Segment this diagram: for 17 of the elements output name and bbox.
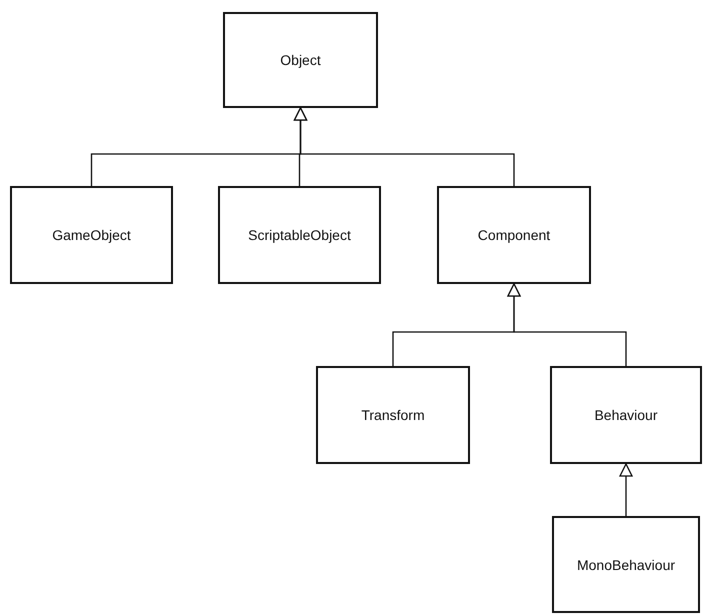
class-box <box>223 12 378 108</box>
class-box <box>218 186 381 284</box>
class-name: MonoBehaviour <box>576 556 676 572</box>
inheritance-arrow <box>619 463 633 516</box>
class-name: Behaviour <box>593 407 659 423</box>
class-box <box>10 186 173 284</box>
inheritance-arrow <box>507 283 627 366</box>
class-name: Transform <box>360 407 426 423</box>
class-name: Component <box>476 227 552 243</box>
inheritance-arrow <box>294 107 515 186</box>
class-name: GameObject <box>51 227 132 243</box>
class-box <box>552 516 700 613</box>
class-name: ScriptableObject <box>247 227 352 243</box>
class-box <box>550 366 702 464</box>
class-box <box>316 366 470 464</box>
class-box <box>437 186 591 284</box>
class-name: Object <box>279 52 322 68</box>
